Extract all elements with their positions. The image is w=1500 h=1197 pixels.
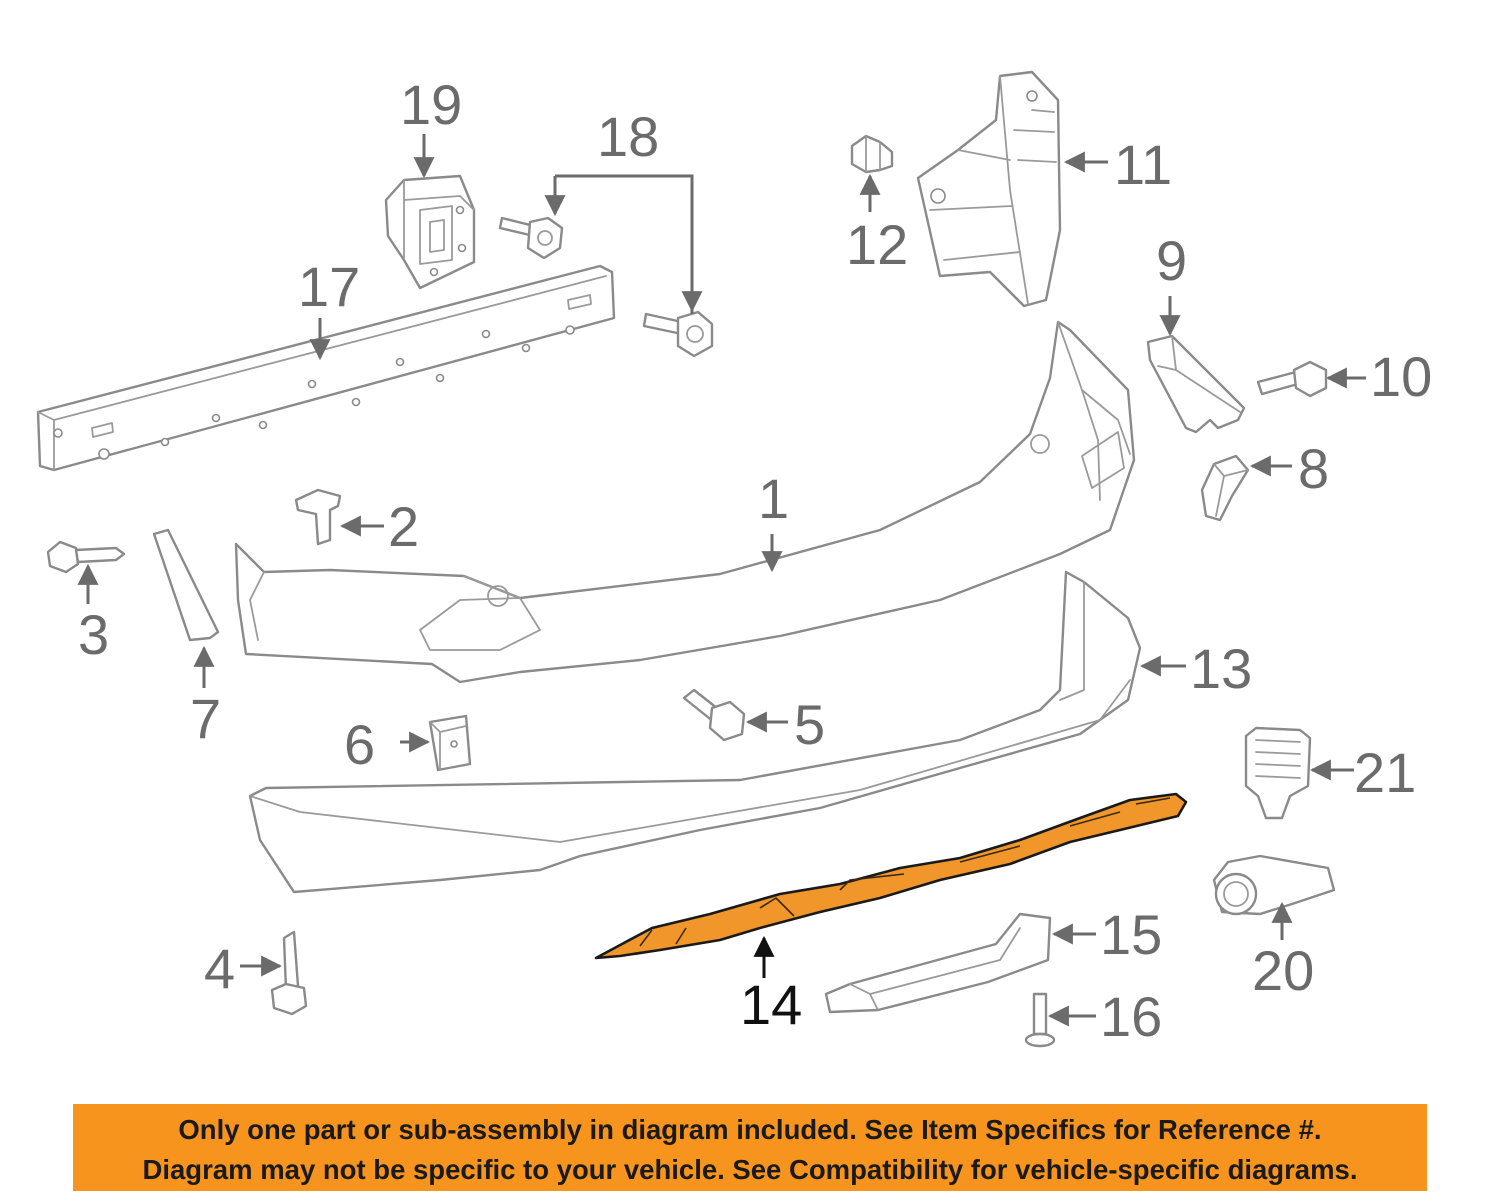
callout-15: 15: [1100, 903, 1162, 966]
callout-5: 5: [794, 693, 825, 756]
callout-18: 18: [597, 105, 659, 168]
callout-19: 19: [400, 73, 462, 136]
part-19-bracket: [384, 174, 476, 290]
callout-11: 11: [1114, 133, 1172, 196]
part-15-bracket: [824, 912, 1052, 1014]
part-6-nut: [428, 714, 472, 772]
part-20-sensor: [1212, 854, 1336, 916]
callout-16: 16: [1100, 985, 1162, 1048]
part-10-bolt: [1256, 360, 1328, 398]
callout-10: 10: [1370, 345, 1432, 408]
part-5-bolt: [682, 688, 746, 742]
part-11-side-bracket: [916, 70, 1062, 308]
callout-21: 21: [1354, 741, 1416, 804]
callout-1: 1: [758, 467, 789, 530]
callout-2: 2: [388, 495, 419, 558]
part-17-reinforcement: [36, 264, 616, 472]
part-18-bolts: [498, 216, 714, 358]
callout-7: 7: [190, 687, 221, 750]
part-13-lower-cover: [248, 570, 1142, 894]
callout-6: 6: [344, 713, 375, 776]
parts-diagram: 19 18 17 12 11 9 10 8 1 2 3 7 13 6 5 21 …: [36, 70, 1432, 1048]
part-2-clip: [294, 488, 342, 546]
callout-12: 12: [846, 213, 908, 276]
part-3-bolt: [46, 540, 126, 574]
callout-3: 3: [78, 603, 109, 666]
callout-20: 20: [1252, 939, 1314, 1002]
part-1-bumper-cover: [234, 320, 1136, 684]
callout-9: 9: [1156, 229, 1187, 292]
part-21-retainer: [1244, 726, 1312, 820]
part-4-bolt: [270, 930, 308, 1016]
leader-lines: [77, 134, 1366, 1027]
callout-4: 4: [204, 937, 235, 1000]
callout-14: 14: [740, 973, 802, 1036]
callout-8: 8: [1298, 437, 1329, 500]
disclaimer-banner: Only one part or sub-assembly in diagram…: [73, 1104, 1427, 1191]
part-12-clip: [850, 134, 894, 174]
part-8-retainer: [1200, 454, 1250, 522]
part-16-clip: [1024, 992, 1056, 1048]
part-14-highlighted: [594, 792, 1188, 960]
disclaimer-line-2: Diagram may not be specific to your vehi…: [142, 1154, 1358, 1185]
callout-labels: 19 18 17 12 11 9 10 8 1 2 3 7 13 6 5 21 …: [78, 73, 1432, 1048]
part-7-strip: [152, 528, 220, 642]
callout-13: 13: [1190, 637, 1252, 700]
disclaimer-line-1: Only one part or sub-assembly in diagram…: [178, 1114, 1322, 1145]
callout-17: 17: [298, 255, 360, 318]
part-9-bracket: [1146, 334, 1246, 434]
